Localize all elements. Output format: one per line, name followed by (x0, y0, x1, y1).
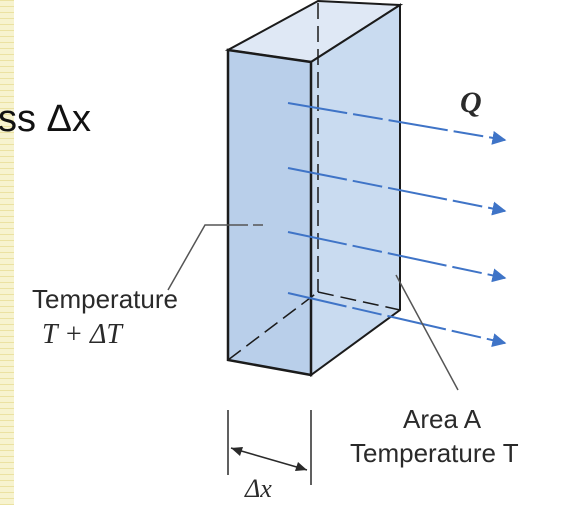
hot-face-label-line1: Temperature (32, 284, 178, 314)
area-leader-line (395, 274, 459, 391)
heat-arrow-3 (287, 231, 507, 283)
heat-arrow-1 (287, 102, 507, 145)
hot-face-leader-line (167, 224, 238, 291)
thickness-dimension-arrow (230, 447, 308, 471)
heat-arrow-4 (287, 292, 507, 347)
area-label: Area A (403, 404, 482, 434)
hidden-edge-bottom-back (317, 291, 401, 311)
clipped-heading-text: ss Δx (0, 98, 91, 140)
hidden-edge-bottom-left (227, 291, 319, 361)
slab-front-face (226, 48, 313, 377)
heat-flow-arrows (287, 102, 507, 347)
slide-edge-pattern (0, 0, 14, 505)
hot-face-label-line2: T + ΔT (42, 319, 124, 350)
cold-face-label: Temperature T (350, 438, 519, 468)
heat-arrow-2 (287, 167, 507, 216)
heat-flow-label: Q (460, 86, 482, 119)
slab-right-face (310, 3, 401, 377)
thickness-arrowhead-left (231, 447, 243, 456)
thickness-label: Δx (244, 474, 272, 503)
thickness-arrowhead-right (295, 462, 307, 471)
